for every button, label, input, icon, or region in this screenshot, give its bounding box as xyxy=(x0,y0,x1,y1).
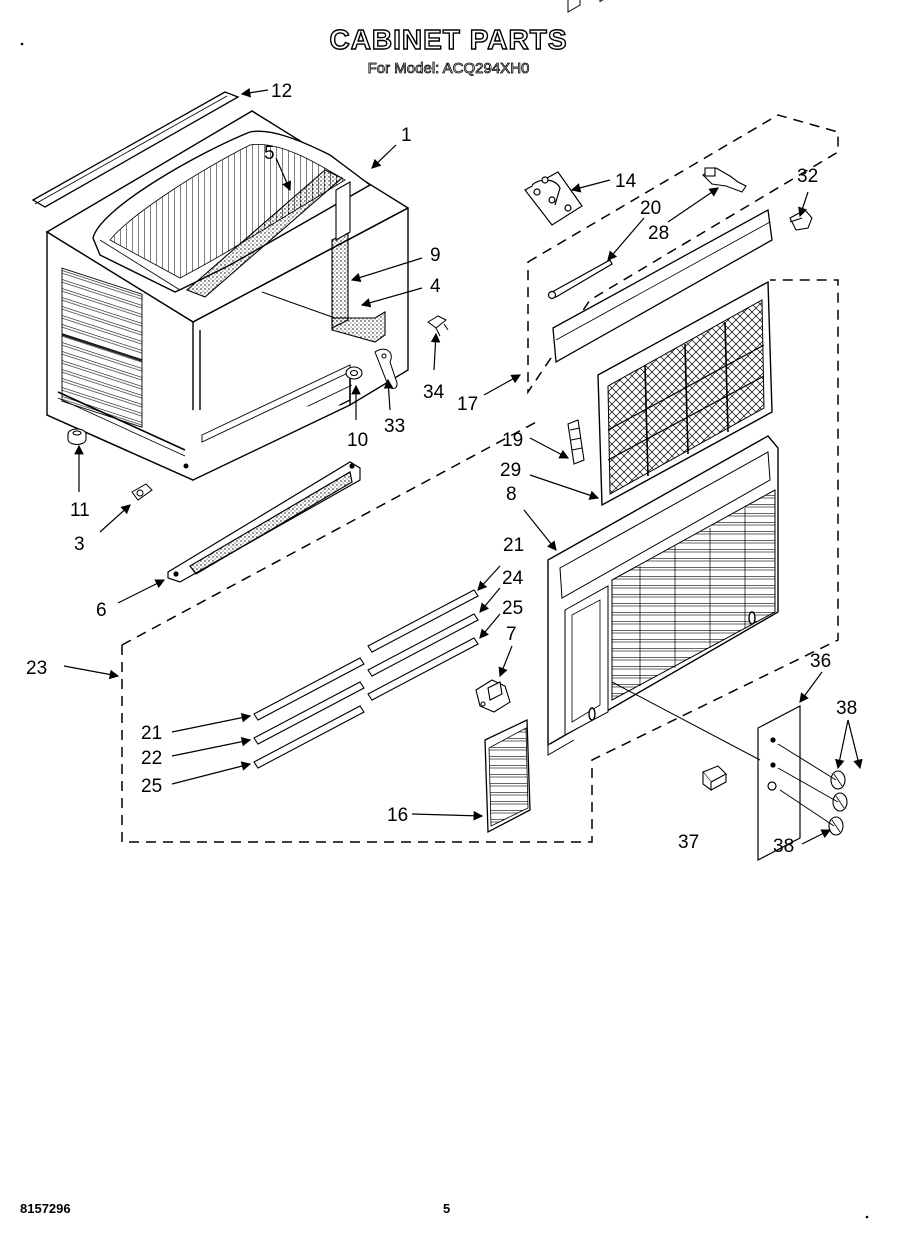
callout-36: 36 xyxy=(810,651,831,672)
callout-34: 34 xyxy=(423,382,445,403)
part-29-filter xyxy=(597,280,773,507)
part-28-tab xyxy=(702,167,747,193)
callout-17: 17 xyxy=(457,394,478,415)
part-1-cabinet xyxy=(45,110,410,482)
callout-6: 6 xyxy=(96,600,107,621)
part-3-screw xyxy=(131,483,153,501)
callout-11: 11 xyxy=(70,500,90,521)
part-9-vertical-foam xyxy=(331,181,351,329)
group-boundary-17 xyxy=(527,114,839,395)
callout-28: 28 xyxy=(648,223,669,244)
callout-10: 10 xyxy=(347,430,368,451)
document-number: 8157296 xyxy=(20,1201,71,1216)
callout-23: 23 xyxy=(26,658,47,679)
rails-21-22-24-25 xyxy=(253,589,479,769)
part-16-vent-door xyxy=(484,718,531,834)
callout-38-top: 38 xyxy=(836,698,857,719)
part-37-block xyxy=(702,765,727,792)
callout-19: 19 xyxy=(502,430,523,451)
callout-7: 7 xyxy=(506,624,517,645)
part-10-nut xyxy=(345,366,363,380)
callout-21-top: 21 xyxy=(503,535,524,556)
callout-32: 32 xyxy=(797,166,818,187)
page-number: 5 xyxy=(443,1201,451,1216)
callout-22: 22 xyxy=(141,748,162,769)
callout-9: 9 xyxy=(430,245,441,266)
callout-29: 29 xyxy=(500,460,521,481)
callout-16: 16 xyxy=(387,805,408,826)
part-38-screws xyxy=(828,770,848,836)
part-7-bracket xyxy=(475,679,511,713)
part-14-bracket xyxy=(524,171,583,226)
part-34-screw xyxy=(427,315,449,337)
callout-25-bottom: 25 xyxy=(141,776,162,797)
callout-4: 4 xyxy=(430,276,441,297)
callout-24: 24 xyxy=(502,568,524,589)
callout-38-bottom: 38 xyxy=(773,836,794,857)
callout-37: 37 xyxy=(678,832,699,853)
part-8-front-panel xyxy=(547,435,779,756)
callout-20: 20 xyxy=(640,198,661,219)
callout-3: 3 xyxy=(74,534,85,555)
part-6-bottom-rail xyxy=(167,461,361,583)
part-12-top-strip xyxy=(31,91,240,208)
callout-12: 12 xyxy=(271,81,292,102)
callout-8: 8 xyxy=(506,484,517,505)
page-title: CABINET PARTS xyxy=(329,23,568,55)
part-36-plate xyxy=(757,705,801,861)
callout-14: 14 xyxy=(615,171,637,192)
callout-25-top: 25 xyxy=(502,598,523,619)
model-subtitle: For Model: ACQ294XH0 xyxy=(367,60,530,78)
corner-marks xyxy=(20,42,869,1219)
group-boundary-23 xyxy=(121,279,839,843)
callout-21-bottom: 21 xyxy=(141,723,162,744)
callout-1: 1 xyxy=(401,125,412,146)
callout-labels: 12 1 5 9 4 10 33 34 11 3 6 14 20 28 32 1… xyxy=(26,81,857,857)
part-20-rod xyxy=(547,259,613,300)
callout-33: 33 xyxy=(384,416,405,437)
assembly-lines xyxy=(611,681,839,827)
part-19-latch xyxy=(567,419,585,465)
part-4-bottom-foam xyxy=(261,291,386,343)
leader-arrows xyxy=(63,87,863,845)
part-11-grommet xyxy=(67,428,87,446)
callout-5: 5 xyxy=(264,143,275,164)
part-17-front-bracket xyxy=(552,0,773,364)
part-5-foam-strip xyxy=(185,169,343,298)
